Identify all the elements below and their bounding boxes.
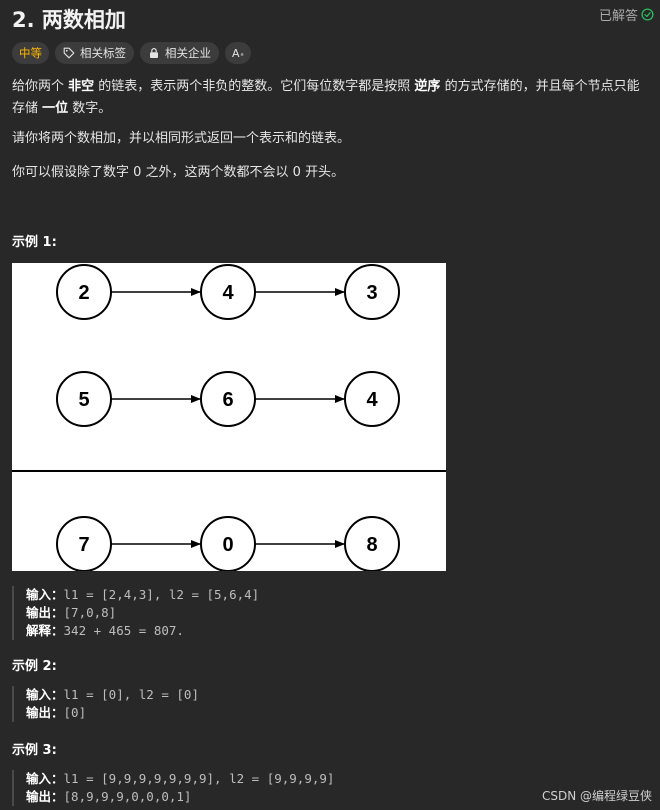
example-3-block: 输入：l1 = [9,9,9,9,9,9,9], l2 = [9,9,9,9] … bbox=[12, 770, 334, 806]
tag-icon bbox=[63, 47, 75, 59]
input-value: l1 = [9,9,9,9,9,9,9], l2 = [9,9,9,9] bbox=[63, 771, 335, 786]
solved-status: 已解答 bbox=[599, 5, 654, 24]
difficulty-badge[interactable]: 中等 bbox=[12, 42, 49, 64]
desc-text: 的链表，表示两个非负的整数。它们每位数字都是按照 bbox=[94, 79, 415, 94]
linked-list-diagram: 2 4 3 5 6 4 7 0 8 bbox=[12, 264, 446, 571]
desc-bold: 非空 bbox=[68, 79, 95, 94]
desc-bold: 一位 bbox=[42, 101, 69, 116]
node-circle bbox=[200, 371, 256, 427]
node-circle bbox=[200, 264, 256, 320]
font-toggle-icon: A bbox=[232, 46, 240, 60]
list-node: 0 bbox=[200, 516, 256, 571]
list-node: 3 bbox=[344, 264, 400, 320]
example-2-title: 示例 2: bbox=[12, 659, 57, 674]
desc-bold: 逆序 bbox=[414, 79, 441, 94]
node-value: 3 bbox=[366, 282, 377, 304]
related-tags-button[interactable]: 相关标签 bbox=[55, 42, 134, 64]
input-value: l1 = [2,4,3], l2 = [5,6,4] bbox=[63, 587, 260, 602]
node-value: 2 bbox=[78, 282, 89, 304]
list-node: 5 bbox=[56, 371, 112, 427]
example-figure: 2 4 3 5 6 4 7 0 8 bbox=[12, 263, 446, 571]
lock-icon bbox=[150, 48, 158, 58]
font-toggle-sub: ᵃ bbox=[240, 50, 244, 60]
node-circle bbox=[200, 516, 256, 571]
output-value: [8,9,9,9,0,0,0,1] bbox=[63, 789, 192, 804]
list-node: 4 bbox=[344, 371, 400, 427]
output-value: [0] bbox=[63, 705, 87, 720]
explain-label: 解释： bbox=[26, 623, 64, 638]
check-circle-icon bbox=[641, 8, 654, 21]
node-value: 4 bbox=[222, 282, 234, 304]
desc-text: 给你两个 bbox=[12, 79, 69, 94]
output-label: 输出： bbox=[26, 605, 64, 620]
example-3-input: 输入：l1 = [9,9,9,9,9,9,9], l2 = [9,9,9,9] bbox=[26, 770, 334, 788]
list-node: 7 bbox=[56, 516, 112, 571]
example-2-output: 输出：[0] bbox=[26, 704, 199, 722]
node-circle bbox=[56, 516, 112, 571]
node-circle bbox=[344, 516, 400, 571]
desc-text: 的方式存储的，并且每个节点只能存储 bbox=[12, 79, 640, 116]
node-circle bbox=[344, 264, 400, 320]
desc-text: 数字。 bbox=[68, 101, 112, 116]
input-label: 输入： bbox=[26, 687, 64, 702]
example-1-output: 输出：[7,0,8] bbox=[26, 604, 259, 622]
difficulty-label: 中等 bbox=[19, 46, 42, 60]
description-paragraph-1: 给你两个 非空 的链表，表示两个非负的整数。它们每位数字都是按照 逆序 的方式存… bbox=[12, 76, 642, 120]
related-tags-label: 相关标签 bbox=[80, 46, 126, 60]
solved-label: 已解答 bbox=[598, 9, 638, 24]
example-1-input: 输入：l1 = [2,4,3], l2 = [5,6,4] bbox=[26, 586, 259, 604]
input-value: l1 = [0], l2 = [0] bbox=[63, 687, 199, 702]
description-paragraph-2: 请你将两个数相加，并以相同形式返回一个表示和的链表。 bbox=[12, 131, 351, 146]
example-2-input: 输入：l1 = [0], l2 = [0] bbox=[26, 686, 199, 704]
input-label: 输入： bbox=[26, 771, 64, 786]
explain-value: 342 + 465 = 807. bbox=[63, 623, 184, 638]
node-circle bbox=[56, 264, 112, 320]
node-value: 7 bbox=[78, 534, 89, 556]
list-node: 6 bbox=[200, 371, 256, 427]
problem-title: 2. 两数相加 bbox=[12, 8, 126, 32]
node-value: 6 bbox=[222, 389, 233, 411]
output-label: 输出： bbox=[26, 705, 64, 720]
node-value: 4 bbox=[366, 389, 378, 411]
related-companies-label: 相关企业 bbox=[165, 46, 211, 60]
list-node: 4 bbox=[200, 264, 256, 320]
list-node: 8 bbox=[344, 516, 400, 571]
font-size-button[interactable]: A ᵃ bbox=[225, 42, 251, 64]
example-1-title: 示例 1: bbox=[12, 235, 57, 250]
output-value: [7,0,8] bbox=[63, 605, 117, 620]
example-1-block: 输入：l1 = [2,4,3], l2 = [5,6,4] 输出：[7,0,8]… bbox=[12, 586, 259, 640]
output-label: 输出： bbox=[26, 789, 64, 804]
node-value: 5 bbox=[78, 389, 89, 411]
input-label: 输入： bbox=[26, 587, 64, 602]
list-node: 2 bbox=[56, 264, 112, 320]
example-3-output: 输出：[8,9,9,9,0,0,0,1] bbox=[26, 788, 334, 806]
example-2-block: 输入：l1 = [0], l2 = [0] 输出：[0] bbox=[12, 686, 199, 722]
related-companies-button[interactable]: 相关企业 bbox=[140, 42, 219, 64]
node-value: 0 bbox=[222, 534, 233, 556]
node-circle bbox=[56, 371, 112, 427]
description-paragraph-3: 你可以假设除了数字 0 之外，这两个数都不会以 0 开头。 bbox=[12, 165, 345, 180]
tag-bar: 中等 相关标签 相关企业 A ᵃ bbox=[12, 42, 251, 64]
example-3-title: 示例 3: bbox=[12, 743, 57, 758]
node-circle bbox=[344, 371, 400, 427]
example-1-explain: 解释：342 + 465 = 807. bbox=[26, 622, 259, 640]
csdn-watermark: CSDN @编程绿豆侠 bbox=[541, 789, 652, 803]
node-value: 8 bbox=[366, 534, 377, 556]
